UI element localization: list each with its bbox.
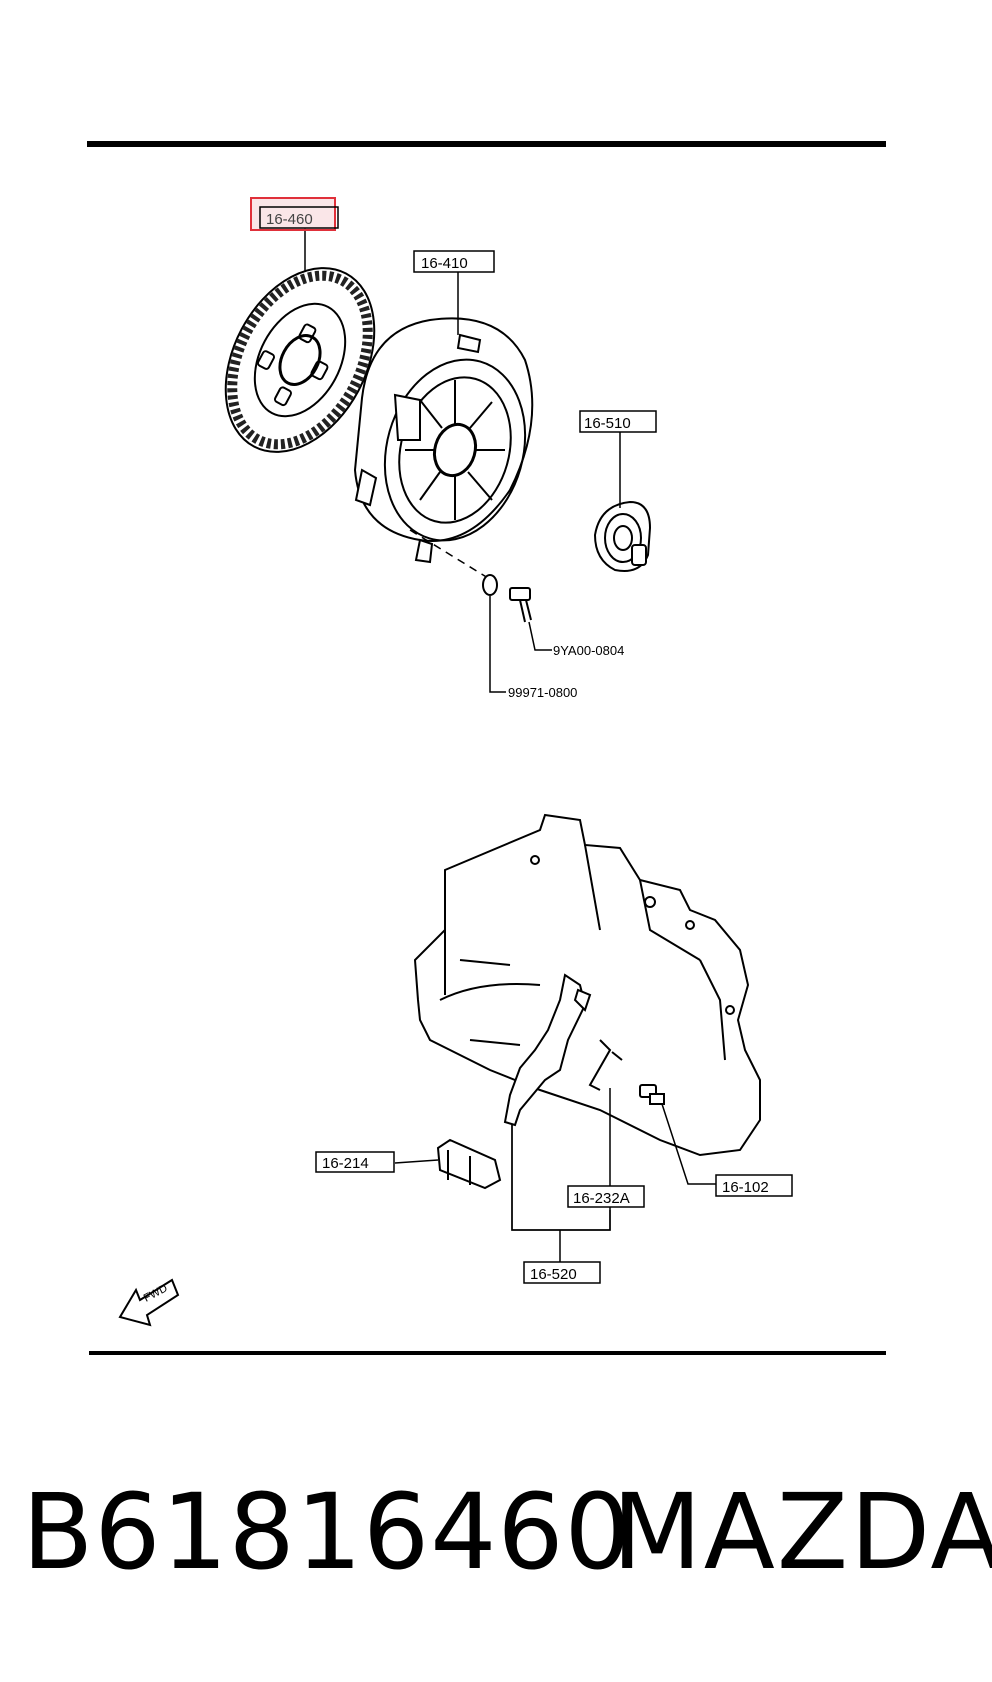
washer-drawing — [482, 574, 498, 596]
callout-9YA00-0804: 9YA00-0804 — [553, 643, 624, 658]
callout-99971-0800: 99971-0800 — [508, 685, 577, 700]
release-bearing-drawing — [593, 500, 652, 572]
callout-16-460: 16-460 — [266, 211, 313, 228]
leader-9YA00-0804 — [528, 621, 552, 651]
leader-99971-0800 — [489, 596, 506, 693]
label-box-16-410 — [413, 250, 495, 273]
part-number: B61816460 — [22, 1471, 632, 1593]
pivot-pin-drawing — [588, 1039, 623, 1091]
leader-16-520 — [511, 1125, 611, 1231]
callout-16-510: 16-510 — [584, 415, 631, 432]
clutch-disc-drawing — [224, 267, 376, 453]
label-box-16-520 — [523, 1261, 601, 1284]
label-box-16-232A — [567, 1185, 645, 1208]
highlight-box — [250, 197, 336, 231]
leader-16-520-bracket — [511, 1125, 611, 1262]
release-fork-drawing — [503, 973, 592, 1127]
pressure-plate-drawing — [353, 317, 534, 564]
leader-16-214 — [394, 1159, 439, 1164]
assembly-dashed-line — [409, 529, 489, 579]
callout-16-410: 16-410 — [421, 255, 468, 272]
leader-16-102 — [661, 1103, 716, 1185]
label-box-16-102 — [715, 1174, 793, 1197]
label-box-16-214 — [315, 1151, 395, 1173]
callout-16-214: 16-214 — [322, 1155, 369, 1172]
callout-16-232A: 16-232A — [573, 1190, 630, 1207]
bottom-rule — [89, 1351, 886, 1355]
label-box-16-510 — [579, 410, 657, 433]
bolt-16-102-drawing — [639, 1084, 665, 1105]
clutch-hose-drawing — [436, 1138, 502, 1190]
callout-16-102: 16-102 — [722, 1179, 769, 1196]
callout-16-520: 16-520 — [530, 1266, 577, 1283]
brand-name: MAZDA — [612, 1471, 992, 1593]
transmission-housing-drawing — [413, 813, 761, 1157]
fwd-arrow-icon — [118, 1278, 180, 1327]
top-rule — [87, 141, 886, 147]
label-box-16-460 — [259, 206, 339, 229]
bolt-drawing — [509, 587, 532, 623]
